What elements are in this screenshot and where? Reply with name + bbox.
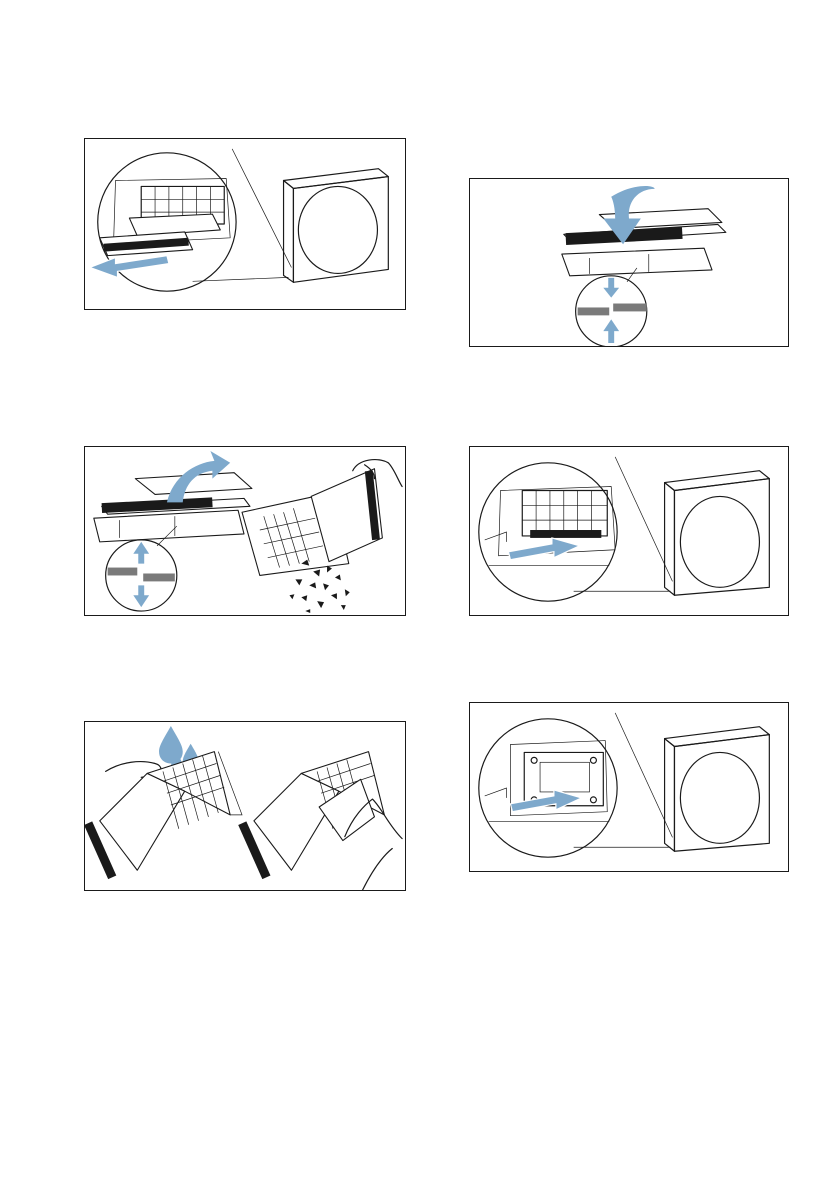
magnifier-circle — [479, 463, 617, 601]
insert-slot-svg — [470, 703, 788, 871]
arrow-pull-out-icon — [90, 256, 169, 278]
illustration-open-and-clean-filter — [84, 446, 406, 616]
page-edge — [829, 0, 840, 1192]
filter-grid — [522, 490, 607, 535]
rinse-filter-svg — [85, 722, 405, 890]
dryer-icon — [665, 471, 770, 596]
fluff-filter-drawer — [100, 214, 221, 256]
fluff-filter-open-right — [242, 460, 402, 576]
fluff-filter-close-icon — [562, 209, 726, 276]
insert-filter-svg — [470, 447, 788, 615]
arrow-push-in-icon — [510, 790, 581, 812]
open-filter-svg — [85, 447, 405, 615]
magnifier-circle — [479, 719, 617, 857]
illustration-insert-fluff-filter — [469, 446, 789, 616]
arrow-up-icon — [603, 319, 619, 343]
magnifier-circle — [576, 268, 647, 346]
illustration-rinse-and-wipe-filter — [84, 721, 406, 891]
dryer-icon — [665, 727, 770, 852]
arrow-push-in-icon — [508, 538, 579, 560]
arrow-down-icon — [603, 278, 619, 298]
fluff-filter-drawer — [530, 530, 601, 538]
illustration-insert-filter-into-slot — [469, 702, 789, 872]
illustration-remove-fluff-filter — [84, 138, 406, 310]
remove-filter-svg — [85, 139, 405, 309]
illustration-close-fluff-filter — [469, 178, 789, 347]
arrow-up-icon — [133, 542, 149, 564]
fluff-filter-open-icon — [94, 473, 252, 542]
dryer-icon — [284, 169, 389, 283]
fluff-filter-wipe — [238, 752, 402, 890]
close-filter-svg — [470, 179, 788, 346]
fluff-filter-insert — [85, 752, 242, 880]
arrow-down-icon — [133, 585, 149, 607]
